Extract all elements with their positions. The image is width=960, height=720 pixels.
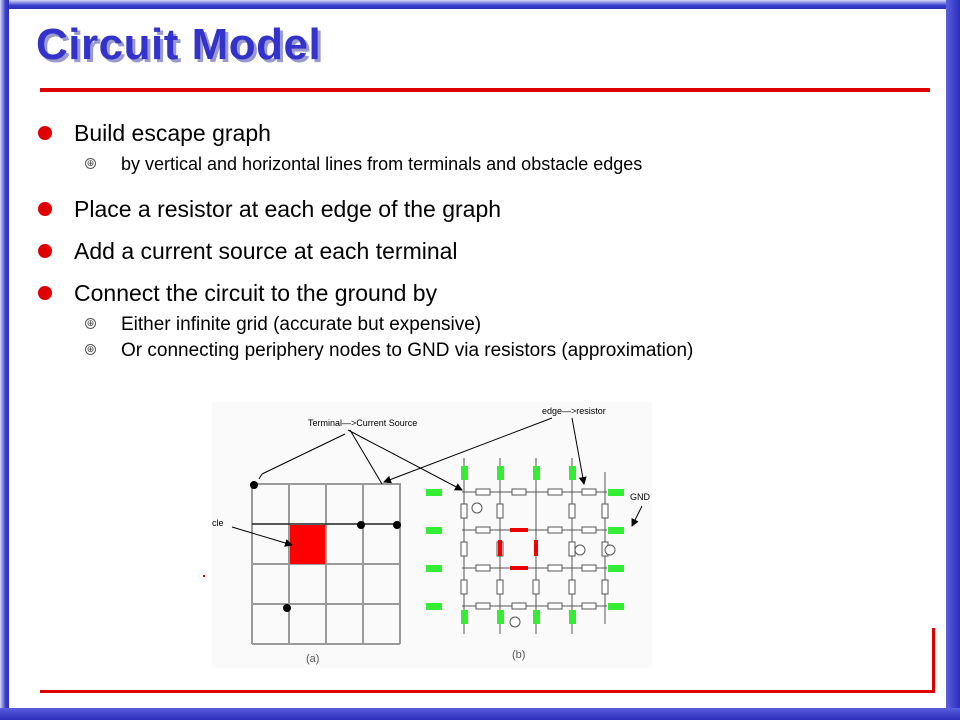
terminal-dot	[250, 481, 258, 489]
bullet-text: Place a resistor at each edge of the gra…	[74, 196, 502, 222]
current-source-icon	[509, 616, 521, 628]
sub-bullet-item: ⊕ by vertical and horizontal lines from …	[38, 154, 918, 175]
terminal-dot	[357, 521, 365, 529]
gnd-label: GND	[630, 492, 651, 502]
bottom-rule	[40, 690, 935, 693]
sub-bullet-text: Either infinite grid (accurate but expen…	[121, 314, 482, 335]
slide-frame-bottom	[0, 708, 960, 720]
bullet-text: Add a current source at each terminal	[74, 238, 458, 264]
current-source-icon	[574, 544, 586, 556]
sub-bullet-icon: ⊕	[85, 158, 96, 169]
obstacle-label: obstacle	[212, 518, 224, 528]
resistor-mesh-figure-b	[426, 458, 624, 634]
bullet-item: Connect the circuit to the ground by	[38, 278, 918, 308]
circuit-figure-svg: obstacle (a) Terminal—>Current Source ed…	[190, 406, 651, 665]
bullet-dot-icon	[38, 126, 52, 140]
current-source-icon	[471, 502, 483, 514]
right-rule	[932, 628, 935, 693]
sub-bullet-icon: ⊕	[85, 318, 96, 329]
bullet-text: Build escape graph	[74, 120, 271, 146]
circuit-figure: obstacle (a) Terminal—>Current Source ed…	[190, 402, 652, 668]
title-rule	[40, 88, 930, 92]
terminal-dot	[283, 604, 291, 612]
terminal-source-label: Terminal—>Current Source	[308, 418, 417, 428]
bullet-text: Connect the circuit to the ground by	[74, 280, 438, 306]
bullet-item: Add a current source at each terminal	[38, 236, 918, 266]
sub-bullet-item: ⊕ Either infinite grid (accurate but exp…	[38, 314, 918, 335]
stray-mark	[203, 575, 205, 577]
caption-b: (b)	[512, 649, 525, 661]
bullet-item: Build escape graph	[38, 118, 918, 148]
edge-resistor-label: edge—>resistor	[542, 406, 606, 416]
terminal-dot	[393, 521, 401, 529]
current-source-icon	[604, 544, 616, 556]
bullet-item: Place a resistor at each edge of the gra…	[38, 194, 918, 224]
sub-bullet-item: ⊕ Or connecting periphery nodes to GND v…	[38, 340, 761, 361]
sub-bullet-icon: ⊕	[85, 344, 96, 355]
sub-bullet-text: by vertical and horizontal lines from te…	[121, 154, 643, 174]
bullet-dot-icon	[38, 244, 52, 258]
bullet-dot-icon	[38, 202, 52, 216]
slide-frame-left	[0, 0, 9, 720]
bullet-dot-icon	[38, 286, 52, 300]
sub-bullet-text: Or connecting periphery nodes to GND via…	[121, 340, 694, 361]
bullet-list: Build escape graph ⊕ by vertical and hor…	[38, 118, 918, 361]
obstacle-block	[290, 525, 325, 564]
slide-frame-right	[946, 0, 960, 720]
caption-a: (a)	[306, 653, 319, 665]
slide-frame-top	[0, 0, 960, 9]
slide-title: Circuit Model	[36, 20, 322, 69]
